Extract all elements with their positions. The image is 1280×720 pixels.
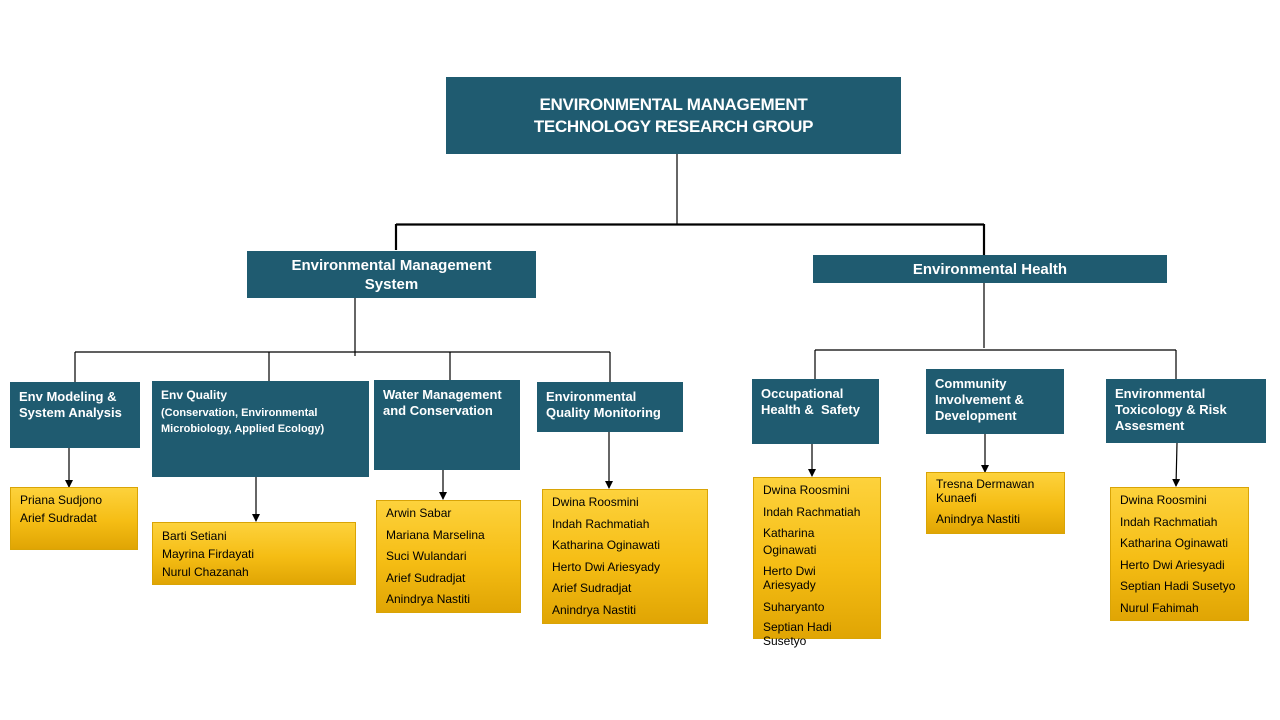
member-name: Katharina Oginawati — [1120, 536, 1229, 551]
group-ems-line2: System — [364, 275, 419, 293]
root-research-group-box: ENVIRONMENTAL MANAGEMENT TECHNOLOGY RESE… — [446, 77, 901, 154]
unit-community-line3: Development — [935, 408, 1017, 423]
unit-env-quality: Env Quality (Conservation, Environmental… — [152, 381, 369, 477]
member-name: Suharyanto — [763, 599, 825, 614]
member-name: Suci Wulandari — [386, 549, 467, 564]
member-name: Herto Dwi Ariesyady — [552, 559, 661, 574]
members-env-quality: Barti Setiani Mayrina Firdayati Nurul Ch… — [152, 522, 356, 585]
root-title-line1: ENVIRONMENTAL MANAGEMENT — [539, 94, 808, 114]
members-quality-monitoring: Dwina Roosmini Indah Rachmatiah Katharin… — [542, 489, 708, 624]
member-name: Anindrya Nastiti — [386, 592, 471, 607]
group-environmental-management-system: Environmental Management System — [247, 251, 536, 298]
unit-community-line1: Community — [935, 376, 1007, 391]
member-name: Indah Rachmatiah — [552, 516, 650, 531]
member-name: Anindrya Nastiti — [936, 512, 1021, 526]
unit-water-line1: Water Management — [383, 387, 502, 402]
unit-quality-line3: Microbiology, Applied Ecology) — [161, 423, 325, 435]
member-name: Indah Rachmatiah — [763, 504, 861, 519]
member-name: Barti Setiani — [162, 529, 227, 543]
root-title-line2: TECHNOLOGY RESEARCH GROUP — [533, 116, 814, 136]
member-name: Katharina Oginawati — [552, 538, 661, 553]
members-occupational-health-safety: Dwina Roosmini Indah Rachmatiah Katharin… — [753, 477, 881, 648]
member-name: Herto Dwi Ariesyadi — [1120, 557, 1225, 572]
unit-env-modeling: Env Modeling & System Analysis — [10, 382, 140, 448]
member-name: Kunaefi — [936, 491, 977, 505]
member-name: Ariesyady — [763, 577, 816, 592]
member-name: Herto Dwi — [763, 563, 816, 578]
member-name: Anindrya Nastiti — [552, 602, 637, 617]
member-name: Indah Rachmatiah — [1120, 514, 1218, 529]
member-name: Arwin Sabar — [386, 506, 452, 520]
unit-toxicology-line3: Assesment — [1115, 418, 1185, 433]
unit-ohs-line2: Health & Safety — [761, 402, 860, 417]
unit-community-line2: Involvement & — [935, 392, 1024, 407]
member-name: Arief Sudradjat — [552, 581, 632, 596]
member-name: Arief Sudradat — [20, 511, 97, 525]
member-name: Nurul Chazanah — [162, 565, 249, 579]
group-ems-line1: Environmental Management — [291, 256, 492, 274]
unit-community-involvement: Community Involvement & Development — [926, 369, 1064, 434]
member-name: Susetyo — [763, 634, 807, 649]
members-community-involvement: Tresna Dermawan Kunaefi Anindrya Nastiti — [926, 472, 1065, 534]
unit-water-management: Water Management and Conservation — [374, 380, 520, 470]
unit-occupational-health-safety: Occupational Health & Safety — [752, 379, 879, 444]
member-name: Priana Sudjono — [20, 493, 103, 507]
unit-quality-line1: Env Quality — [161, 388, 228, 402]
member-name: Arief Sudradjat — [386, 570, 466, 585]
member-name: Tresna Dermawan — [936, 477, 1035, 491]
member-name: Dwina Roosmini — [763, 483, 850, 497]
member-name: Mariana Marselina — [386, 527, 485, 542]
members-water-management: Arwin Sabar Mariana Marselina Suci Wulan… — [376, 500, 521, 613]
unit-quality-line2: (Conservation, Environmental — [161, 407, 318, 419]
unit-quality-monitoring: Environmental Quality Monitoring — [537, 382, 683, 432]
unit-toxicology-line2: Toxicology & Risk — [1115, 402, 1227, 417]
unit-environmental-toxicology: Environmental Toxicology & Risk Assesmen… — [1106, 379, 1266, 443]
unit-monitoring-line1: Environmental — [546, 389, 637, 404]
unit-modeling-line2: System Analysis — [19, 405, 122, 420]
group-eh-label: Environmental Health — [912, 260, 1068, 278]
member-name: Septian Hadi Susetyo — [1120, 579, 1236, 594]
member-name: Septian Hadi — [763, 620, 832, 635]
members-environmental-toxicology: Dwina Roosmini Indah Rachmatiah Katharin… — [1110, 487, 1249, 621]
member-name: Nurul Fahimah — [1120, 600, 1199, 615]
unit-modeling-line1: Env Modeling & — [19, 389, 117, 404]
members-env-modeling: Priana Sudjono Arief Sudradat — [10, 487, 138, 550]
unit-ohs-line1: Occupational — [761, 386, 844, 401]
group-environmental-health: Environmental Health — [813, 255, 1167, 283]
member-name: Katharina Oginawati — [763, 526, 817, 558]
unit-toxicology-line1: Environmental — [1115, 386, 1206, 401]
member-name: Dwina Roosmini — [1120, 493, 1207, 507]
member-name: Mayrina Firdayati — [162, 547, 255, 561]
unit-monitoring-line2: Quality Monitoring — [546, 405, 661, 420]
unit-water-line2: and Conservation — [383, 403, 493, 418]
member-name: Dwina Roosmini — [552, 495, 639, 509]
